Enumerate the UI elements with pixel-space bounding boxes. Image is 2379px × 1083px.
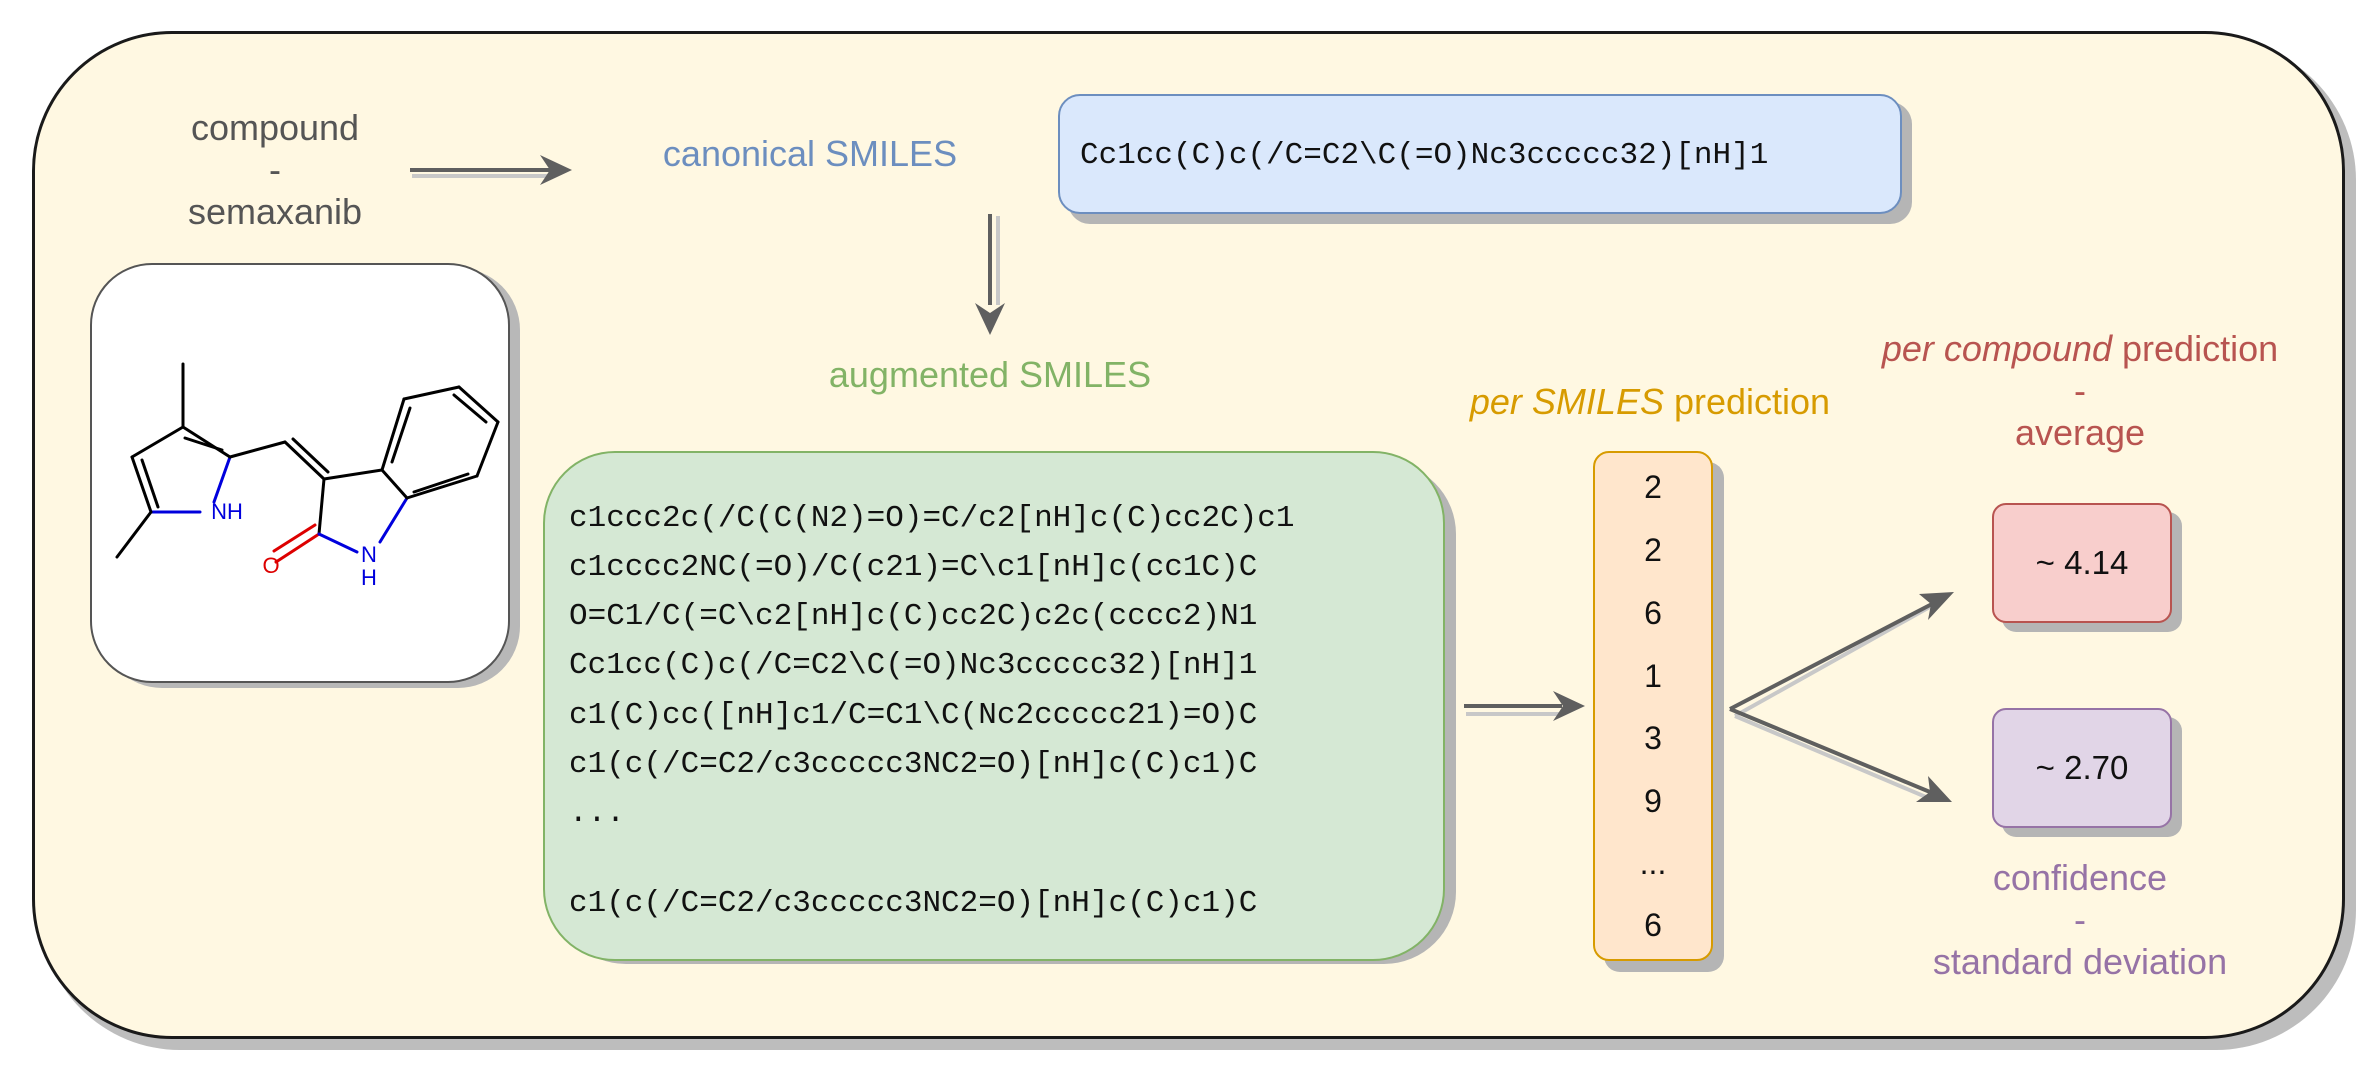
- augmented-smiles-line: O=C1/C(=C\c2[nH]c(C)cc2C)c2c(cccc2)N1: [569, 599, 1258, 634]
- augmented-smiles-line: c1ccc2c(/C(C(N2)=O)=C/c2[nH]c(C)cc2C)c1: [569, 501, 1295, 536]
- bond-c2-n1: [317, 532, 359, 554]
- augmented-smiles-line: c1(C)cc([nH]c1/C=C1\C(Nc2ccccc21)=O)C: [569, 698, 1258, 733]
- bond-c5-c4: [402, 385, 461, 401]
- prediction-value: 1: [1644, 658, 1662, 694]
- prediction-value: 2: [1644, 469, 1662, 505]
- prediction-value: 6: [1644, 907, 1662, 943]
- molecule-drawing: [115, 362, 500, 564]
- bond-methyl-bottom: [115, 510, 153, 559]
- bond-c-o-double: [272, 523, 317, 553]
- std-value: ~ 2.70: [2035, 749, 2129, 786]
- bond-inner-3: [390, 406, 412, 464]
- compound-word: compound: [190, 107, 360, 148]
- augmented-smiles-line: c1(c(/C=C2/c3ccccc3NC2=O)[nH]c(C)c1)C: [569, 747, 1258, 782]
- arrow-prediction-to-average: [1729, 592, 1954, 718]
- augmented-smiles-line: c1cccc2NC(=O)/C(c21)=C\c1[nH]c(cc1C)C: [569, 550, 1258, 585]
- augmented-smiles-line: c1(c(/C=C2/c3ccccc3NC2=O)[nH]c(C)c1)C: [569, 886, 1258, 921]
- compound-label: compound - semaxanib: [150, 107, 400, 233]
- prediction-value: 6: [1644, 595, 1662, 631]
- arrow-prediction-to-std: [1729, 707, 1952, 802]
- bond-c4-c5-double: [140, 458, 160, 509]
- molecule-structure: NH O N H: [90, 263, 510, 683]
- per-compound-title: per compound prediction: [1830, 328, 2330, 370]
- prediction-value: 3: [1644, 720, 1662, 756]
- augmented-label: augmented SMILES: [828, 354, 1152, 395]
- augmented-smiles-ellipsis: ...: [569, 796, 625, 831]
- bond-bridge-1: [228, 440, 287, 459]
- per-compound-label: per compound prediction - average: [1830, 328, 2330, 454]
- atom-label-nh-pyrrole: NH: [211, 499, 243, 524]
- compound-dash: -: [269, 149, 281, 190]
- bond-c-o: [274, 532, 321, 564]
- average-box: ~ 4.14: [1992, 503, 2172, 623]
- per-compound-italic: per compound: [1881, 328, 2113, 369]
- bond-inner-1: [412, 472, 470, 494]
- bond-c4-c5: [130, 455, 153, 514]
- bond-c2-c3-double: [183, 436, 224, 452]
- confidence-dash: -: [2074, 899, 2086, 940]
- canonical-smiles-text: Cc1cc(C)c(/C=C2\C(=O)Nc3ccccc32)[nH]1: [1080, 138, 1769, 173]
- per-compound-sublabel: average: [2014, 412, 2146, 453]
- arrow-canonical-to-augmented: [975, 214, 1005, 335]
- prediction-value: 9: [1644, 783, 1662, 819]
- bond-c3-c3a: [322, 468, 384, 481]
- per-compound-dash: -: [2074, 370, 2086, 411]
- compound-name: semaxanib: [187, 191, 363, 232]
- bond-c2-c3: [181, 425, 232, 459]
- bond-c3-c2: [317, 477, 326, 536]
- bond-bridge-2-double: [291, 437, 330, 474]
- bond-c7-c6: [475, 420, 500, 478]
- bond-n-c2: [212, 455, 232, 504]
- bond-c3-c4: [130, 425, 185, 459]
- bond-inner-2: [452, 393, 488, 424]
- bond-bridge-2: [283, 440, 326, 481]
- prediction-ellipsis: ...: [1639, 845, 1667, 881]
- per-compound-rest: prediction: [2112, 328, 2279, 369]
- confidence-label: confidence - standard deviation: [1830, 857, 2330, 983]
- atom-label-n-indole: N: [361, 542, 377, 567]
- prediction-value: 2: [1644, 532, 1662, 568]
- augmented-smiles-box: c1ccc2c(/C(C(N2)=O)=C/c2[nH]c(C)cc2C)c1 …: [543, 451, 1445, 961]
- std-box: ~ 2.70: [1992, 708, 2172, 828]
- canonical-smiles-box: Cc1cc(C)c(/C=C2\C(=O)Nc3ccccc32)[nH]1: [1058, 94, 1902, 214]
- confidence-title: confidence: [1992, 857, 2168, 898]
- bond-c6-c5: [457, 385, 500, 424]
- arrow-augmented-to-prediction: [1464, 691, 1585, 721]
- bond-n1-c7a: [378, 496, 409, 544]
- bond-c3a-c7a: [380, 468, 409, 500]
- per-smiles-label-italic: per SMILES: [1469, 381, 1664, 422]
- bond-c7a-c7: [405, 474, 479, 500]
- arrow-compound-to-canonical: [410, 155, 572, 185]
- canonical-label: canonical SMILES: [662, 133, 958, 174]
- atom-label-h-indole: H: [361, 565, 377, 590]
- per-smiles-prediction-box: 2 2 6 1 3 9 ... 6: [1593, 451, 1713, 961]
- atom-label-o: O: [262, 553, 280, 578]
- confidence-sublabel: standard deviation: [1932, 941, 2228, 982]
- per-smiles-label-rest: prediction: [1663, 381, 1831, 422]
- average-value: ~ 4.14: [2035, 544, 2129, 581]
- per-smiles-label: per SMILES prediction: [1420, 381, 1880, 423]
- augmented-smiles-line: Cc1cc(C)c(/C=C2\C(=O)Nc3ccccc32)[nH]1: [569, 648, 1258, 683]
- bond-c4-c3a: [380, 397, 406, 472]
